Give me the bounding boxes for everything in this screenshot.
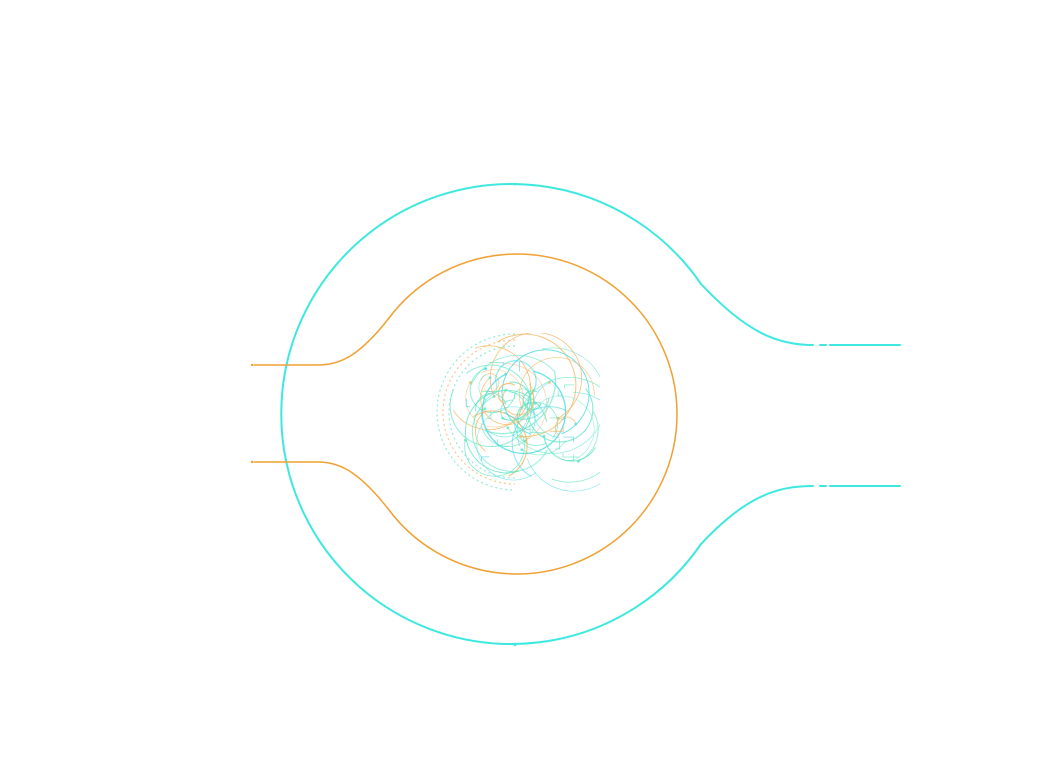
outer-keyhole	[280, 182, 901, 647]
core-stroke-37	[502, 381, 532, 421]
core-stroke-22	[506, 426, 510, 429]
core-stroke-67	[489, 362, 504, 365]
core-stroke-47	[475, 393, 507, 412]
outer-tick-bottom	[513, 643, 517, 647]
core-stroke-46	[497, 382, 516, 403]
core-stroke-45	[516, 377, 600, 483]
core-stroke-61	[489, 333, 582, 419]
core-stroke-82	[563, 436, 574, 442]
core-stroke-63	[480, 377, 534, 425]
core-stroke-24	[484, 367, 487, 370]
core-stroke-44	[527, 395, 595, 462]
core-stroke-70	[555, 439, 560, 450]
core-stroke-80	[565, 454, 574, 461]
core-stroke-68	[481, 456, 490, 462]
core-stroke-40	[542, 434, 546, 438]
inner-keyhole	[250, 253, 678, 575]
core-stroke-26	[519, 435, 523, 438]
core-stroke-48	[521, 440, 566, 456]
core-stroke-20	[483, 407, 487, 410]
core-stroke-71	[481, 381, 498, 392]
core-stroke-60	[514, 388, 531, 405]
core-stroke-55	[494, 360, 537, 396]
core-stroke-30	[554, 416, 577, 436]
core-stroke-35	[522, 390, 542, 410]
core-stroke-56	[478, 374, 487, 401]
core-stroke-39	[543, 436, 596, 462]
core-stroke-38	[501, 416, 505, 420]
core-stroke-23	[469, 368, 516, 414]
core-stroke-76	[523, 437, 527, 444]
core-stroke-53	[577, 459, 580, 463]
core-stroke-43	[511, 406, 567, 477]
core-stroke-52	[578, 411, 599, 462]
inner-tick-upper	[250, 363, 254, 367]
core-stroke-79	[562, 453, 578, 458]
core-stroke-34	[470, 354, 555, 386]
core-stroke-29	[472, 410, 528, 477]
core-stroke-4	[484, 370, 557, 435]
core-stroke-54	[476, 406, 539, 481]
core-stroke-65	[561, 416, 565, 420]
core-stroke-64	[488, 376, 492, 380]
core-stroke-2	[471, 395, 548, 472]
core-stroke-9	[532, 381, 560, 438]
core-stroke-83	[436, 333, 516, 491]
core-stroke-81	[549, 417, 560, 420]
outer-keyhole-outline	[280, 183, 901, 645]
core-stroke-69	[496, 438, 510, 447]
core-stroke-7	[480, 391, 536, 447]
core-stroke-36	[504, 397, 550, 420]
core-stroke-66	[465, 398, 470, 408]
core-stroke-74	[549, 427, 564, 432]
core-stroke-21	[507, 347, 600, 454]
core-arc-cluster	[436, 333, 600, 492]
core-stroke-14	[464, 424, 525, 477]
core-stroke-33	[501, 349, 590, 435]
core-stroke-49	[520, 448, 524, 451]
inner-keyhole-outline	[253, 253, 678, 575]
core-stroke-78	[557, 391, 562, 397]
core-stroke-51	[469, 381, 472, 384]
core-stroke-75	[529, 425, 545, 433]
outer-tick-top	[513, 182, 517, 186]
core-stroke-72	[487, 411, 492, 419]
core-stroke-85	[448, 345, 516, 479]
core-stroke-11	[526, 392, 600, 492]
circuit-core	[436, 333, 600, 492]
inner-tick-lower	[250, 460, 254, 464]
core-stroke-77	[564, 384, 575, 389]
